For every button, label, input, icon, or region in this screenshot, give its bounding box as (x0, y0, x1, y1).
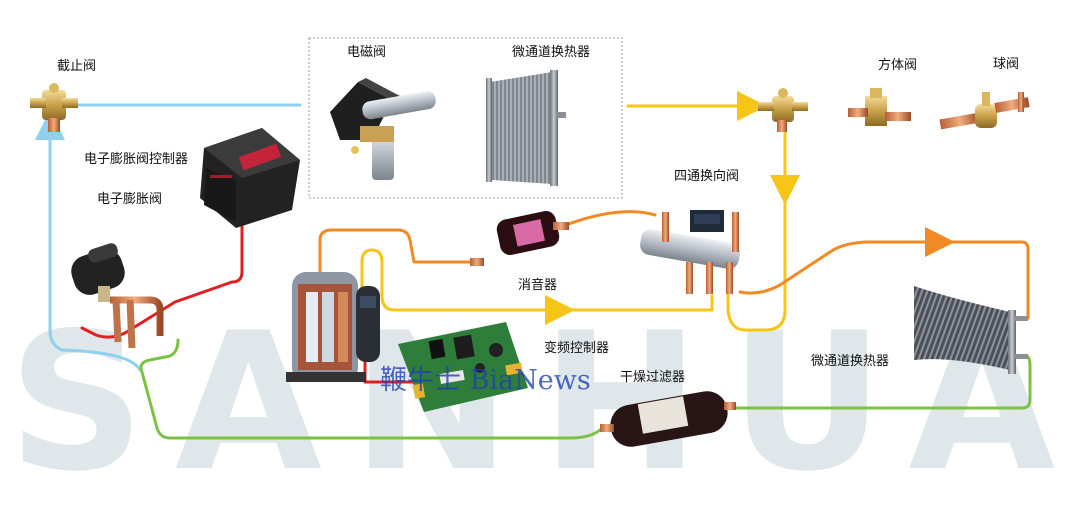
eev-controller-device (200, 128, 300, 228)
label-ball-valve: 球阀 (993, 57, 1020, 72)
diagram-canvas: SANHUA (8, 37, 1055, 498)
label-shutoff-valve: 截止阀 (57, 59, 97, 74)
square-valve-device (848, 88, 911, 126)
pipe-orange-4way-hx (738, 227, 955, 295)
label-eev-controller: 电子膨胀阀控制器 (84, 152, 189, 167)
pipe-yellow-return (360, 248, 714, 312)
microchannel-hx-right-device (914, 286, 1028, 374)
ball-valve-device (939, 92, 1030, 130)
compressor-device (286, 272, 380, 382)
solenoid-hx-group-box (308, 37, 623, 199)
microchannel-hx-top-device (486, 70, 566, 186)
solenoid-valve-device (330, 78, 436, 180)
muffler-device (470, 211, 569, 266)
label-four-way-valve: 四通换向阀 (674, 169, 740, 184)
label-inverter-controller: 变频控制器 (544, 341, 610, 356)
watermark-background: SANHUA (8, 292, 1080, 513)
pipe-green-bottom (139, 338, 602, 440)
pipe-red-controller (80, 220, 244, 339)
four-way-valve-device (640, 210, 740, 294)
pipe-orange-right (938, 240, 1030, 320)
filter-drier-device (600, 391, 736, 447)
shutoff-valve-right (758, 88, 808, 132)
label-square-valve: 方体阀 (878, 58, 918, 73)
pipe-diagram (30, 37, 1032, 447)
pipe-blue-left (35, 110, 65, 352)
label-eev: 电子膨胀阀 (97, 192, 163, 207)
label-microchannel-hx-right: 微通道换热器 (811, 354, 890, 369)
shutoff-valve-left (30, 83, 78, 132)
label-muffler: 消音器 (518, 278, 558, 293)
pipe-orange-muffler-4way (564, 210, 657, 227)
pipe-yellow-to-4way (726, 198, 787, 332)
inverter-controller-device (398, 322, 528, 412)
pipe-orange-comp-muffler (318, 228, 472, 287)
label-microchannel-hx-top: 微通道换热器 (512, 45, 591, 60)
label-solenoid-valve: 电磁阀 (347, 45, 387, 60)
pipe-blue-bottom (60, 348, 142, 372)
label-filter-drier: 干燥过滤器 (620, 370, 686, 385)
eev-device (71, 243, 164, 349)
watermark-overlay: 鞭牛士 BiaNews (380, 365, 591, 396)
